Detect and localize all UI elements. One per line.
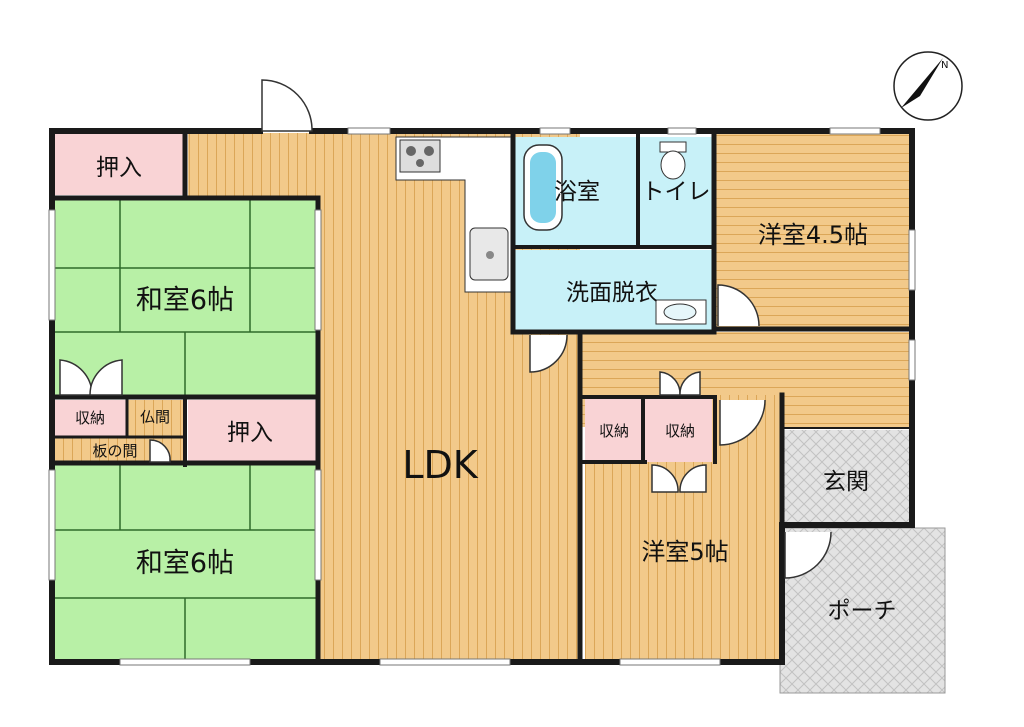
label-butsuma: 仏間 bbox=[140, 408, 170, 426]
shuno-b-floor bbox=[645, 398, 712, 462]
windows bbox=[48, 127, 916, 666]
shuno-left-floor bbox=[55, 400, 127, 436]
doors bbox=[59, 79, 832, 579]
kitchen-sink-icon bbox=[469, 227, 509, 281]
shuno-a-floor bbox=[585, 398, 642, 462]
label-genkan: 玄関 bbox=[823, 469, 869, 495]
oshiire-mid-floor bbox=[188, 400, 316, 462]
label-washitsu-2: 和室6帖 bbox=[136, 548, 234, 579]
label-ita-no-ma: 板の間 bbox=[92, 442, 137, 460]
stove-icon bbox=[399, 139, 441, 173]
toilet-icon bbox=[659, 141, 687, 180]
tatami-room-1 bbox=[55, 200, 317, 395]
label-yokushitsu: 浴室 bbox=[554, 179, 600, 205]
oshiire-top-floor bbox=[55, 133, 183, 195]
yoshitsu45-floor bbox=[714, 133, 910, 328]
label-ldk: LDK bbox=[402, 443, 478, 487]
label-yoshitsu45: 洋室4.5帖 bbox=[758, 221, 868, 249]
compass-letter: N bbox=[941, 60, 948, 71]
label-yoshitsu5: 洋室5帖 bbox=[641, 538, 728, 566]
label-shuno-b: 収納 bbox=[665, 422, 695, 440]
genkan-floor bbox=[783, 430, 910, 525]
label-senmen: 洗面脱衣 bbox=[566, 280, 658, 306]
upper-wood-strip bbox=[188, 133, 318, 197]
tatami-room-2 bbox=[55, 465, 317, 660]
label-oshiire-top: 押入 bbox=[96, 155, 142, 181]
butsuma-floor bbox=[128, 400, 183, 437]
label-porch: ポーチ bbox=[828, 598, 897, 624]
washbasin-icon bbox=[655, 299, 707, 325]
compass-icon: N bbox=[893, 51, 963, 121]
bathtub-icon bbox=[523, 144, 563, 231]
label-shuno-left: 収納 bbox=[75, 409, 105, 427]
label-toilet: トイレ bbox=[642, 179, 711, 205]
label-oshiire-mid: 押入 bbox=[227, 420, 273, 446]
label-shuno-a: 収納 bbox=[599, 422, 629, 440]
label-washitsu-1: 和室6帖 bbox=[136, 285, 234, 316]
